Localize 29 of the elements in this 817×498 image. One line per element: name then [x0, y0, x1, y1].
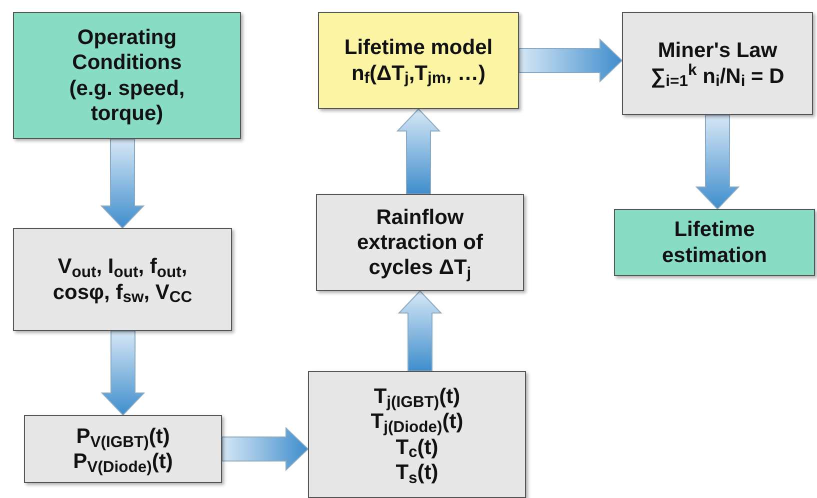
process-box [13, 12, 241, 139]
box-text: T$_{s}$(t) [396, 460, 438, 485]
box-text: T$_{j(Diode)}$(t) [370, 410, 464, 434]
block-arrow [100, 330, 146, 416]
block-arrow [222, 426, 309, 472]
process-box [318, 12, 519, 109]
process-box [316, 194, 524, 291]
block-arrow [396, 108, 441, 194]
block-arrow [518, 38, 623, 83]
box-text: ∑$_{i=1}$$^{k}$ n$_{i}$/N$_{i}$ = D [650, 64, 784, 89]
box-title: Lifetime estimation [660, 217, 768, 268]
box-title: Lifetime model [344, 35, 493, 60]
box-title: Miner's Law [658, 38, 778, 64]
box-title: Rainflow extraction of cycles ΔT$_{j}$ [356, 204, 484, 280]
process-box [13, 228, 232, 331]
process-box [24, 415, 222, 483]
box-title: Operating Conditions (e.g. speed, torque) [68, 25, 186, 126]
block-arrow [695, 114, 740, 210]
box-title: V$_{out}$, I$_{out}$, f$_{out}$, cosφ, f$_{sw}$, V$_{CC}$ [52, 254, 194, 305]
process-box [308, 371, 526, 498]
process-box [614, 209, 815, 276]
block-arrow [100, 138, 145, 229]
box-text: T$_{c}$(t) [396, 436, 438, 460]
process-box [622, 12, 813, 115]
box-text: P$_{V(Diode)}$(t) [73, 450, 173, 474]
box-title: P$_{V(IGBT)}$(t) [76, 424, 170, 449]
box-text: n$_{f}$(ΔT$_{j}$,T$_{jm}$, …) [351, 60, 486, 86]
box-title: T$_{j(IGBT)}$(t) [374, 384, 460, 410]
block-arrow [398, 290, 442, 372]
